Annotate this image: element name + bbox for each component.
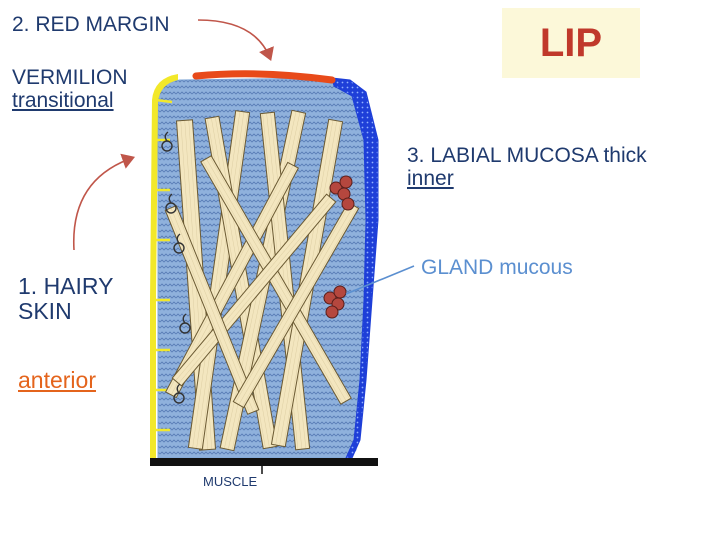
gland-cluster-icon <box>323 175 355 319</box>
label-anterior: anterior <box>18 367 96 393</box>
red-margin-line <box>192 70 336 84</box>
label-vermilion: VERMILION transitional <box>12 66 128 112</box>
label-lip: LIP <box>539 21 603 65</box>
label-gland: GLAND mucous <box>421 256 573 279</box>
lip-title-box <box>502 8 640 78</box>
label-hairy-skin: 1. HAIRY SKIN <box>18 273 114 325</box>
arrow-icon <box>72 153 136 251</box>
label-mucosa-title: 3. LABIAL MUCOSA thick <box>407 144 647 167</box>
label-gland-type: mucous <box>499 256 573 279</box>
label-gland-title: GLAND <box>421 256 494 279</box>
label-hairy-line2: SKIN <box>18 298 72 325</box>
label-inner: inner <box>407 167 454 191</box>
muscle-fibers <box>164 109 360 452</box>
label-labial-mucosa: 3. LABIAL MUCOSA thick inner <box>407 144 647 190</box>
label-hairy-line1: 1. HAIRY <box>18 273 114 299</box>
skin-ridges <box>155 98 173 432</box>
label-transitional: transitional <box>12 89 114 113</box>
label-vermilion-title: VERMILION <box>12 66 128 89</box>
hair-follicle-icon <box>161 131 191 404</box>
skin-epithelium <box>150 74 178 458</box>
gland-pointer <box>345 265 415 295</box>
arrow-icon <box>197 19 274 61</box>
label-red-margin: 2. RED MARGIN <box>12 13 170 36</box>
label-muscle: MUSCLE <box>203 474 258 489</box>
base-bar <box>150 458 378 466</box>
